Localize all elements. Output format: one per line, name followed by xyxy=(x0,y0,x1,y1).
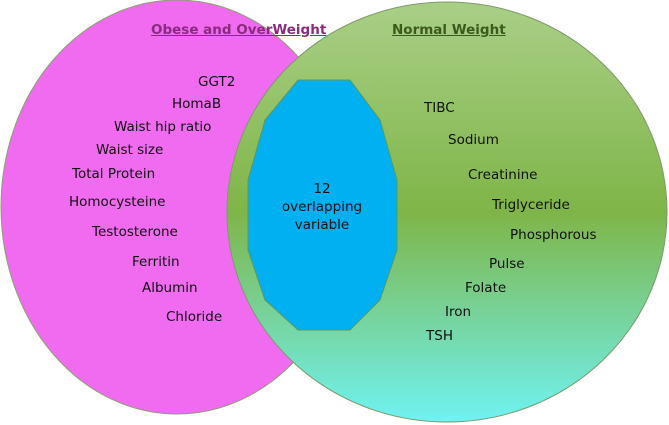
right-item-tibc: TIBC xyxy=(424,100,455,116)
left-item-waist-hip-ratio: Waist hip ratio xyxy=(114,119,212,135)
left-item-ferritin: Ferritin xyxy=(132,254,180,270)
right-item-tsh: TSH xyxy=(426,328,453,344)
left-item-homab: HomaB xyxy=(172,96,222,112)
left-item-homocysteine: Homocysteine xyxy=(69,194,166,210)
right-item-phosphorous: Phosphorous xyxy=(510,227,597,243)
left-item-waist-size: Waist size xyxy=(96,142,164,158)
left-item-testosterone: Testosterone xyxy=(92,224,178,240)
overlap-count: 12 xyxy=(313,181,331,197)
overlap-word: overlapping xyxy=(281,199,363,215)
overlap-label: 12 overlapping variable xyxy=(262,180,382,234)
left-item-total-protein: Total Protein xyxy=(72,166,156,182)
overlap-region xyxy=(247,79,398,331)
right-item-creatinine: Creatinine xyxy=(468,167,538,183)
left-item-albumin: Albumin xyxy=(142,280,198,296)
left-item-chloride: Chloride xyxy=(166,309,223,325)
right-item-triglyceride: Triglyceride xyxy=(492,197,570,213)
right-item-folate: Folate xyxy=(465,280,507,296)
obese-overweight-title: Obese and OverWeight xyxy=(151,22,327,38)
normal-weight-title: Normal Weight xyxy=(392,22,506,38)
left-item-ggt2: GGT2 xyxy=(198,74,236,90)
right-item-pulse: Pulse xyxy=(489,256,525,272)
right-item-sodium: Sodium xyxy=(448,132,499,148)
right-item-iron: Iron xyxy=(445,304,472,320)
overlap-variable: variable xyxy=(294,217,350,233)
